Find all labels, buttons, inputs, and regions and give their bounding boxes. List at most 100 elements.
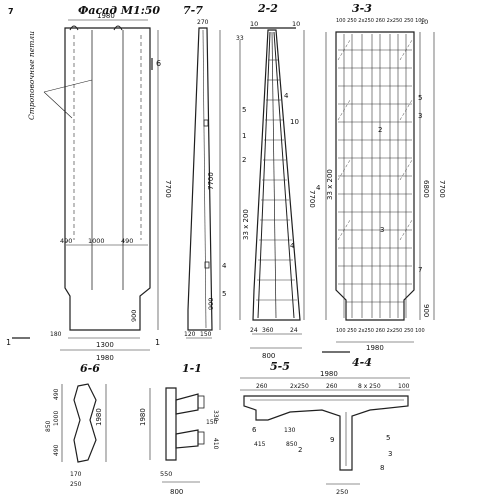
s55-mark-2: 2 (298, 446, 302, 454)
s11-flange-bottom (175, 429, 199, 449)
s22-dim-33: 33 (236, 35, 244, 42)
s77-title: 7-7 (183, 4, 203, 17)
s11-dim-330: 330 (212, 410, 219, 422)
s55-dim-2x250: 2х250 (290, 383, 309, 390)
s22-dim-800: 800 (262, 352, 275, 360)
s22-dim-h1: 33 x 200 (242, 209, 250, 240)
s33-dim-7700: 7700 (438, 180, 446, 198)
s55-dim-850: 850 (286, 441, 298, 448)
s66-dim-170: 170 (70, 471, 82, 478)
s11-dim-550: 550 (160, 470, 172, 478)
s66-dim-490b: 490 (53, 444, 60, 456)
facade-dim-height-label: 7700 (164, 180, 172, 198)
s66-dim-1980: 1980 (95, 408, 103, 426)
s66-dim-250: 250 (70, 481, 82, 488)
s55-mark-6: 6 (252, 426, 257, 434)
s33-diagonals (337, 39, 413, 241)
s44-title: 4-4 (352, 356, 372, 369)
s55-title: 5-5 (270, 360, 290, 373)
section-1-1: 1-1 1980 330 410 150 550 800 (139, 362, 219, 496)
s66-dim-850: 850 (45, 420, 52, 432)
s55-dim-8x250: 8 х 250 (358, 383, 381, 390)
s33-mark-4: 4 (316, 184, 321, 192)
s77-insert (203, 119, 209, 127)
section-7-7: 7-7 270 7700 900 120 150 4 5 (183, 4, 227, 339)
s33-dim-1980: 1980 (366, 344, 384, 352)
facade-leader (43, 91, 73, 119)
section-6-6: 6-6 1980 490 1000 490 850 170 250 (45, 362, 107, 488)
s22-mark-4b: 4 (290, 242, 295, 250)
s55-mark-9: 9 (330, 436, 334, 444)
facade-leader (43, 79, 93, 93)
s22-mark-2: 2 (242, 156, 246, 164)
s22-dim-7700: 7700 (308, 190, 316, 208)
s33-mark-2: 2 (378, 126, 382, 134)
facade-dim-1980: 1980 (96, 354, 114, 362)
s11-web (165, 387, 177, 461)
s77-dim-height-label: 7700 (207, 172, 215, 190)
s22-dim-24a: 24 (250, 327, 258, 334)
s22-rebar (273, 31, 295, 319)
s55-outline (243, 395, 409, 471)
s33-dim-top: 100 250 2х250 260 2х250 250 100 (336, 18, 425, 24)
s33-mark-7: 7 (418, 266, 422, 274)
facade-dim-490-right: 490 (121, 237, 133, 245)
facade-title: Фасад M1:50 (78, 4, 160, 17)
facade-outline (64, 27, 151, 331)
s11-dim-150: 150 (206, 419, 218, 426)
s11-dim-410: 410 (212, 438, 219, 450)
facade-dim-180: 180 (50, 331, 62, 338)
section-2-2: 2-2 10 10 33 33 x 200 7700 4 5 1 2 10 4 (236, 2, 316, 360)
s77-mark-5: 5 (222, 290, 226, 298)
s77-dim-900: 900 (207, 298, 215, 310)
s77-inner-line (202, 29, 207, 329)
s33-outline (335, 31, 415, 321)
s22-mark-10b: 10 (292, 20, 300, 28)
s22-stirrups (256, 59, 297, 301)
facade-dim-490-left: 490 (60, 237, 72, 245)
facade-mark-7: 7 (8, 7, 14, 16)
s33-mark-10: 10 (420, 18, 428, 26)
s77-mark-4: 4 (222, 262, 227, 270)
s33-mark-3b: 3 (380, 226, 384, 234)
s11-dim-1980: 1980 (139, 408, 147, 426)
s11-insert (197, 395, 205, 409)
s22-outline (252, 29, 301, 321)
facade-mark-6: 6 (156, 59, 161, 68)
s66-title: 6-6 (80, 362, 100, 375)
s33-dim-900: 900 (422, 304, 430, 317)
facade-loops-label: Строповочные петли (27, 31, 36, 120)
s22-mark-5: 5 (242, 106, 246, 114)
s66-outline (73, 383, 97, 463)
s55-dim-415: 415 (254, 441, 266, 448)
facade-dim-1000: 1000 (88, 237, 105, 245)
s55-mark-8: 8 (380, 464, 384, 472)
s33-mark-3: 3 (418, 112, 422, 120)
s33-dim-h1: 33 x 200 (326, 169, 334, 200)
s55-mark-5: 5 (386, 434, 390, 442)
lifting-loop (69, 25, 79, 31)
s55-dim-1980: 1980 (320, 370, 338, 378)
facade-dim-1300: 1300 (96, 341, 114, 349)
s55-dim-100: 100 (398, 383, 410, 390)
s22-rebar (271, 31, 277, 319)
s77-dim-150: 150 (200, 331, 212, 338)
s55-dim-260b: 260 (326, 383, 338, 390)
s77-outline (187, 27, 213, 331)
s77-insert (204, 261, 210, 269)
facade-mark-1b: 1 (155, 338, 160, 347)
s77-dim-120: 120 (184, 331, 196, 338)
facade-mark-1a: 1 (6, 338, 11, 347)
s33-mark-5: 5 (418, 94, 422, 102)
s11-title: 1-1 (182, 362, 202, 375)
s55-dim-260a: 260 (256, 383, 268, 390)
facade-dim-900: 900 (130, 310, 138, 322)
s33-dim-bottom: 100 250 2х250 260 2х250 250 100 (336, 328, 425, 334)
section-5-5: 5-5 1980 260 2х250 260 8 х 250 100 6 2 9… (240, 360, 410, 496)
s22-dim-360: 360 (262, 327, 274, 334)
s22-mark-4: 4 (284, 92, 289, 100)
s22-mark-10a: 10 (250, 20, 258, 28)
section-3-3: 3-3 100 250 2х250 260 2х250 250 100 33 x (316, 2, 446, 352)
s11-flange-top (175, 393, 199, 415)
lifting-loop (113, 25, 123, 31)
